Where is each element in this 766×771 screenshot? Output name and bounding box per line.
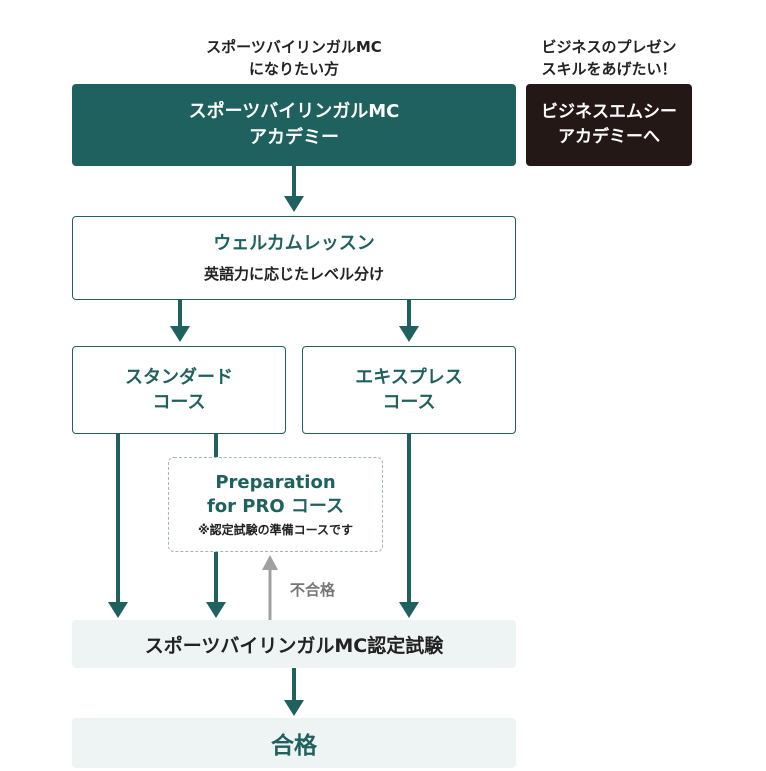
business-mc-academy-box[interactable]: ビジネスエムシー アカデミーへ	[526, 84, 692, 166]
welcome-lesson-title: ウェルカムレッスン	[213, 232, 375, 254]
academy-line-1: スポーツバイリンガルMC	[188, 101, 400, 122]
caption-academy-target: スポーツバイリンガルMC になりたい方	[72, 36, 516, 80]
express-course-line-2: コース	[382, 392, 436, 413]
academy-line-2: アカデミー	[249, 127, 339, 148]
caption-business-target: ビジネスのプレゼン スキルをあげたい！	[526, 36, 692, 80]
express-course-box: エキスプレス コース	[302, 346, 516, 434]
caption-business-line-1: ビジネスのプレゼン	[541, 38, 677, 56]
standard-course-line-2: コース	[152, 392, 206, 413]
prep-line-2: for PRO コース	[206, 495, 345, 517]
caption-academy-line-1: スポーツバイリンガルMC	[206, 38, 382, 56]
caption-business-line-2: スキルをあげたい！	[541, 60, 677, 78]
fail-label: 不合格	[290, 581, 336, 599]
welcome-lesson-box: ウェルカムレッスン 英語力に応じたレベル分け	[72, 216, 516, 300]
welcome-lesson-subtitle: 英語力に応じたレベル分け	[203, 264, 384, 283]
sports-bilingual-mc-academy-box[interactable]: スポーツバイリンガルMC アカデミー	[72, 84, 516, 166]
caption-academy-line-2: になりたい方	[248, 60, 339, 78]
preparation-for-pro-course-box: Preparation for PRO コース ※認定試験の準備コースです	[168, 457, 383, 552]
prep-line-1: Preparation	[215, 471, 336, 493]
prep-note: ※認定試験の準備コースです	[197, 522, 354, 537]
business-line-1: ビジネスエムシー	[541, 102, 677, 122]
standard-course-line-1: スタンダード	[125, 367, 233, 388]
express-course-line-1: エキスプレス	[355, 367, 463, 388]
certification-exam-box: スポーツバイリンガルMC認定試験	[72, 620, 516, 668]
standard-course-box: スタンダード コース	[72, 346, 286, 434]
business-line-2: アカデミーへ	[558, 127, 660, 147]
pass-box: 合格	[72, 718, 516, 768]
